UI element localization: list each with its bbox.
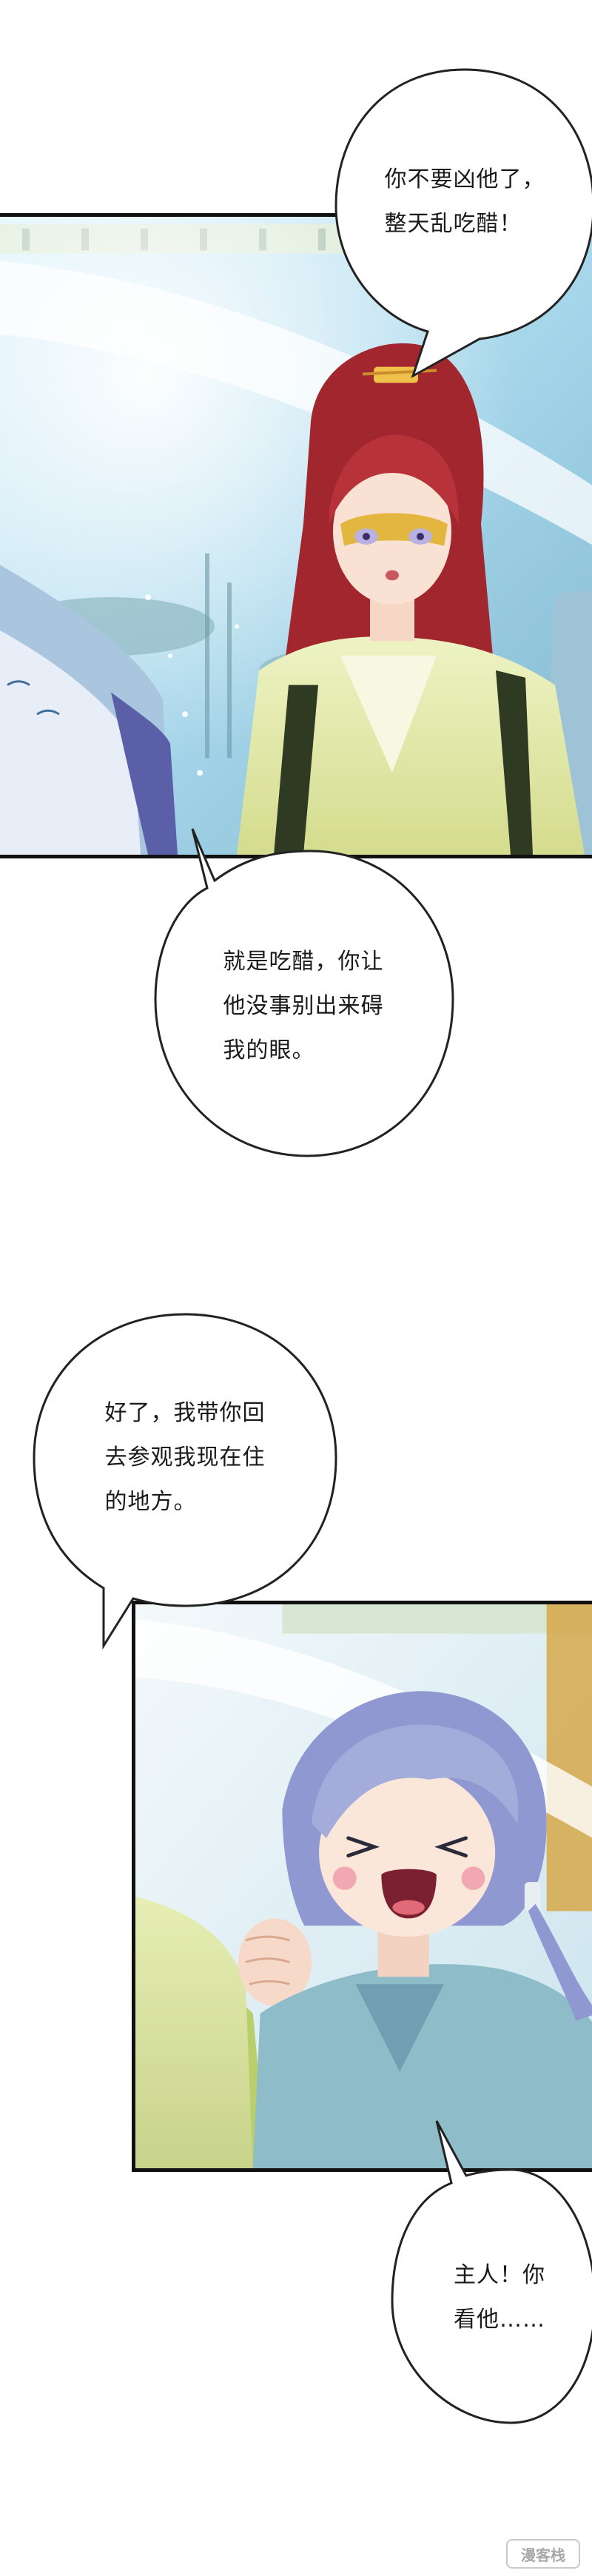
speech-bubble-4-text: 主人！你 看他…… <box>400 2168 592 2427</box>
speech-bubble-2: 就是吃醋，你让 他没事别出来碍 我的眼。 <box>148 814 459 1162</box>
dialogue-line-3: 好了，我带你回 去参观我现在住 的地方。 <box>104 1400 266 1515</box>
speech-bubble-1-shape <box>334 68 592 379</box>
speech-bubble-2-shape <box>154 828 454 1157</box>
watermark-text: 漫客栈 <box>521 2546 565 2564</box>
speech-bubble-4: 主人！你 看他…… <box>385 2116 592 2427</box>
speech-bubble-1: 你不要凶他了， 整天乱吃醋！ <box>332 65 592 383</box>
speech-bubble-1-text: 你不要凶他了， 整天乱吃醋！ <box>332 65 592 339</box>
panel-1-art <box>0 217 592 855</box>
panel-2-art <box>135 1604 592 2168</box>
speech-bubble-3-shape <box>33 1313 337 1650</box>
speech-bubble-3: 好了，我带你回 去参观我现在住 的地方。 <box>30 1310 340 1650</box>
speech-bubble-3-text: 好了，我带你回 去参观我现在住 的地方。 <box>30 1310 340 1606</box>
speech-bubble-4-shape <box>391 2120 592 2424</box>
dialogue-line-1: 你不要凶他了， 整天乱吃醋！ <box>384 167 545 237</box>
speech-bubble-2-text: 就是吃醋，你让 他没事别出来碍 我的眼。 <box>148 851 459 1162</box>
watermark-logo: 漫客栈 <box>506 2539 580 2569</box>
dialogue-line-2: 就是吃醋，你让 他没事别出来碍 我的眼。 <box>223 949 384 1063</box>
panel-masked-character <box>0 213 592 858</box>
dialogue-line-4: 主人！你 看他…… <box>454 2262 545 2333</box>
panel-crying-character <box>132 1601 592 2172</box>
